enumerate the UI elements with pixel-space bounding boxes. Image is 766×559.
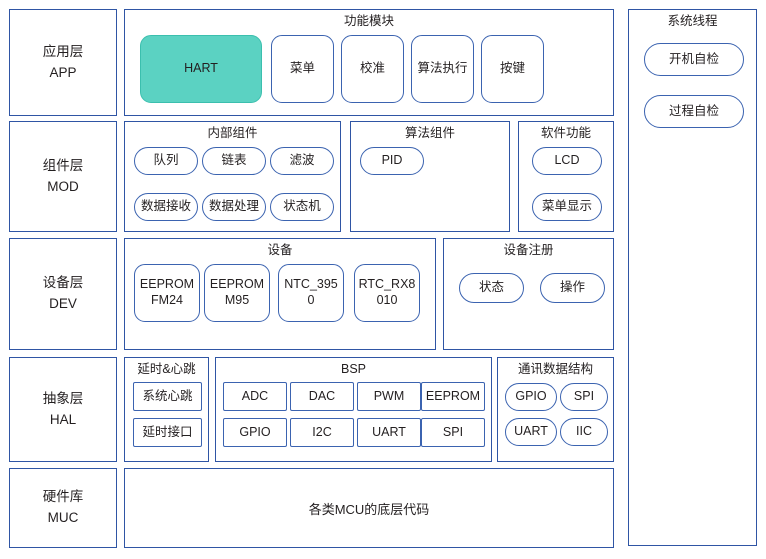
node-algorithm-exec[interactable]: 算法执行 — [411, 35, 474, 103]
node-bsp-gpio[interactable]: GPIO — [223, 418, 287, 447]
node-menu-display[interactable]: 菜单显示 — [532, 193, 602, 221]
node-system-heartbeat[interactable]: 系统心跳 — [133, 382, 202, 411]
node-bsp-spi[interactable]: SPI — [421, 418, 485, 447]
node-comm-gpio[interactable]: GPIO — [505, 383, 557, 411]
node-calibration[interactable]: 校准 — [341, 35, 404, 103]
group-title-device-registry: 设备注册 — [503, 243, 554, 257]
node-delay-interface[interactable]: 延时接口 — [133, 418, 202, 447]
node-bsp-i2c[interactable]: I2C — [290, 418, 354, 447]
node-lcd[interactable]: LCD — [532, 147, 602, 175]
node-state-machine[interactable]: 状态机 — [270, 193, 334, 221]
node-menu[interactable]: 菜单 — [271, 35, 334, 103]
group-title-algorithm-components: 算法组件 — [404, 126, 455, 140]
node-comm-uart[interactable]: UART — [505, 418, 557, 446]
group-comm-data-struct: 通讯数据结构 GPIO SPI UART IIC — [497, 357, 614, 462]
group-title-function-modules: 功能模块 — [343, 14, 394, 28]
group-title-system-thread: 系统线程 — [667, 14, 718, 28]
node-data-process[interactable]: 数据处理 — [202, 193, 266, 221]
node-bsp-dac[interactable]: DAC — [290, 382, 354, 411]
group-internal-components: 内部组件 队列 链表 滤波 数据接收 数据处理 状态机 — [124, 121, 341, 232]
node-filter[interactable]: 滤波 — [270, 147, 334, 175]
node-linked-list[interactable]: 链表 — [202, 147, 266, 175]
group-system-thread: 系统线程 开机自检 过程自检 — [628, 9, 757, 546]
layer-box-hal: 抽象层 HAL — [9, 357, 117, 462]
node-operation[interactable]: 操作 — [540, 273, 605, 303]
group-algorithm-components: 算法组件 PID — [350, 121, 510, 232]
group-title-devices: 设备 — [267, 243, 293, 257]
group-software-functions: 软件功能 LCD 菜单显示 — [518, 121, 614, 232]
group-devices: 设备 EEPROM FM24 EEPROM M95 NTC_395 0 RTC_… — [124, 238, 436, 350]
node-bsp-pwm[interactable]: PWM — [357, 382, 421, 411]
node-keys[interactable]: 按键 — [481, 35, 544, 103]
node-status[interactable]: 状态 — [459, 273, 524, 303]
node-bsp-eeprom[interactable]: EEPROM — [421, 382, 485, 411]
node-comm-spi[interactable]: SPI — [560, 383, 608, 411]
node-ntc-3950[interactable]: NTC_395 0 — [278, 264, 344, 322]
node-queue[interactable]: 队列 — [134, 147, 198, 175]
node-data-receive[interactable]: 数据接收 — [134, 193, 198, 221]
node-pid[interactable]: PID — [360, 147, 424, 175]
hardware-library-label: 各类MCU的底层代码 — [308, 501, 430, 517]
group-function-modules: 功能模块 HART 菜单 校准 算法执行 按键 — [124, 9, 614, 116]
node-rtc-rx8010[interactable]: RTC_RX8 010 — [354, 264, 420, 322]
group-title-delay-heartbeat: 延时&心跳 — [137, 362, 196, 376]
group-title-software-functions: 软件功能 — [540, 126, 591, 140]
layer-box-muc: 硬件库 MUC — [9, 468, 117, 548]
layer-box-mod: 组件层 MOD — [9, 121, 117, 232]
node-bsp-uart[interactable]: UART — [357, 418, 421, 447]
group-title-internal-components: 内部组件 — [207, 126, 258, 140]
node-comm-iic[interactable]: IIC — [560, 418, 608, 446]
layer-box-app: 应用层 APP — [9, 9, 117, 116]
group-hardware-library: 各类MCU的底层代码 — [124, 468, 614, 548]
layer-box-dev: 设备层 DEV — [9, 238, 117, 350]
group-delay-heartbeat: 延时&心跳 系统心跳 延时接口 — [124, 357, 209, 462]
group-bsp: BSP ADC DAC PWM EEPROM GPIO I2C UART SPI — [215, 357, 492, 462]
node-process-self-test[interactable]: 过程自检 — [644, 95, 744, 128]
node-bsp-adc[interactable]: ADC — [223, 382, 287, 411]
group-title-bsp: BSP — [340, 362, 366, 376]
group-device-registry: 设备注册 状态 操作 — [443, 238, 614, 350]
node-eeprom-fm24[interactable]: EEPROM FM24 — [134, 264, 200, 322]
group-title-comm-data-struct: 通讯数据结构 — [517, 362, 593, 376]
node-eeprom-m95[interactable]: EEPROM M95 — [204, 264, 270, 322]
node-power-on-self-test[interactable]: 开机自检 — [644, 43, 744, 76]
node-hart[interactable]: HART — [140, 35, 262, 103]
